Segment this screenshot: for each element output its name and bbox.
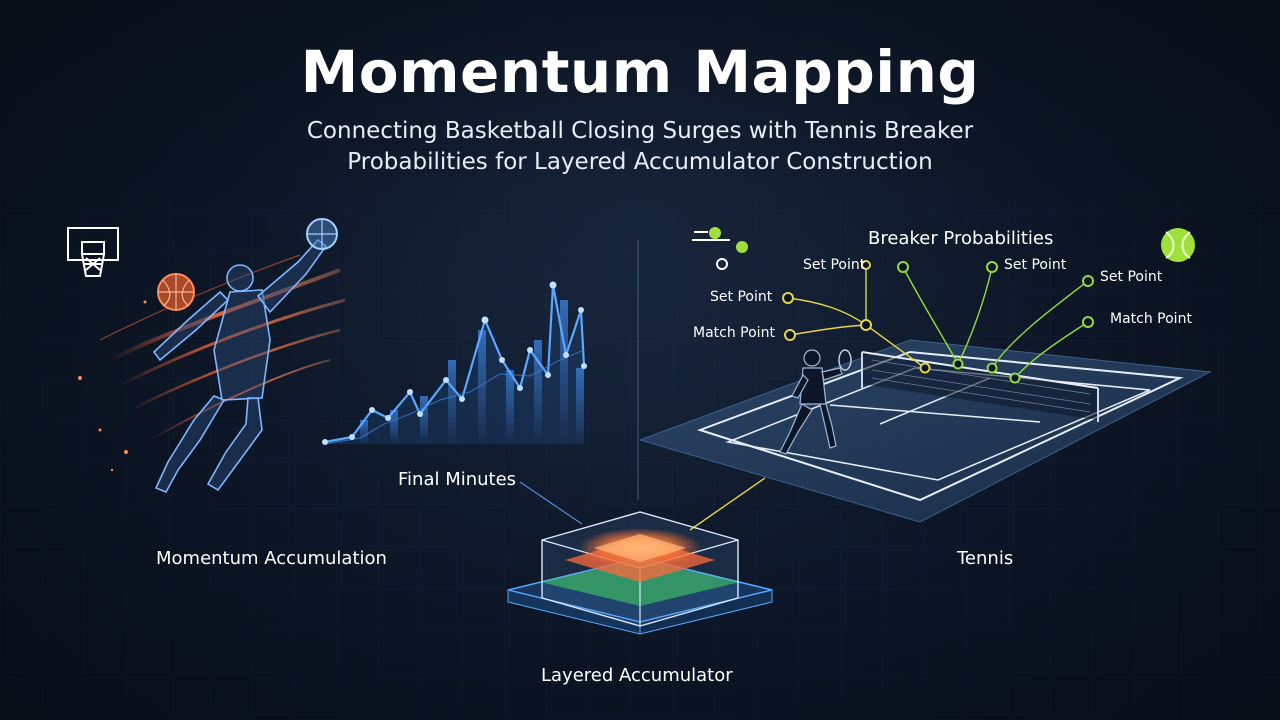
- breaker-point-label: Set Point: [710, 289, 773, 305]
- final-minutes-connector: [519, 481, 583, 525]
- breaker-point-label: Match Point: [1110, 311, 1192, 327]
- chart-bars: [360, 300, 584, 444]
- chart-area: [325, 285, 584, 444]
- layered-accumulator-label: Layered Accumulator: [541, 665, 733, 686]
- sparkle-particles: [78, 300, 147, 472]
- chart-points: [322, 281, 587, 445]
- basketball-player: [152, 238, 328, 494]
- momentum-swoosh: [99, 254, 346, 441]
- tennis-player: [779, 349, 852, 455]
- breaker-point-label: Set Point: [1004, 257, 1067, 273]
- final-minutes-label: Final Minutes: [398, 469, 517, 490]
- layered-accumulator-graphic: [507, 511, 773, 635]
- basketball-icon: [157, 218, 338, 311]
- breaker-point-label: Set Point: [1100, 269, 1163, 285]
- breaker-point-label: Match Point: [693, 325, 775, 341]
- momentum-line-chart: [322, 281, 587, 445]
- breaker-nodes: [782, 260, 1094, 384]
- momentum-accumulation-label: Momentum Accumulation: [156, 548, 387, 569]
- tennis-label: Tennis: [957, 548, 1014, 569]
- chart-line-secondary: [324, 349, 585, 445]
- tennis-balls-icon: [692, 227, 748, 270]
- breaker-probabilities-label: Breaker Probabilities: [868, 228, 1054, 249]
- tennis-ball-icon: [1161, 228, 1195, 262]
- page-title: Momentum Mapping: [300, 38, 980, 106]
- breaker-point-label: Set Point: [803, 257, 866, 273]
- basketball-hoop-icon: [67, 227, 119, 277]
- tennis-connector: [689, 477, 766, 531]
- page-subtitle: Connecting Basketball Closing Surges wit…: [306, 118, 974, 175]
